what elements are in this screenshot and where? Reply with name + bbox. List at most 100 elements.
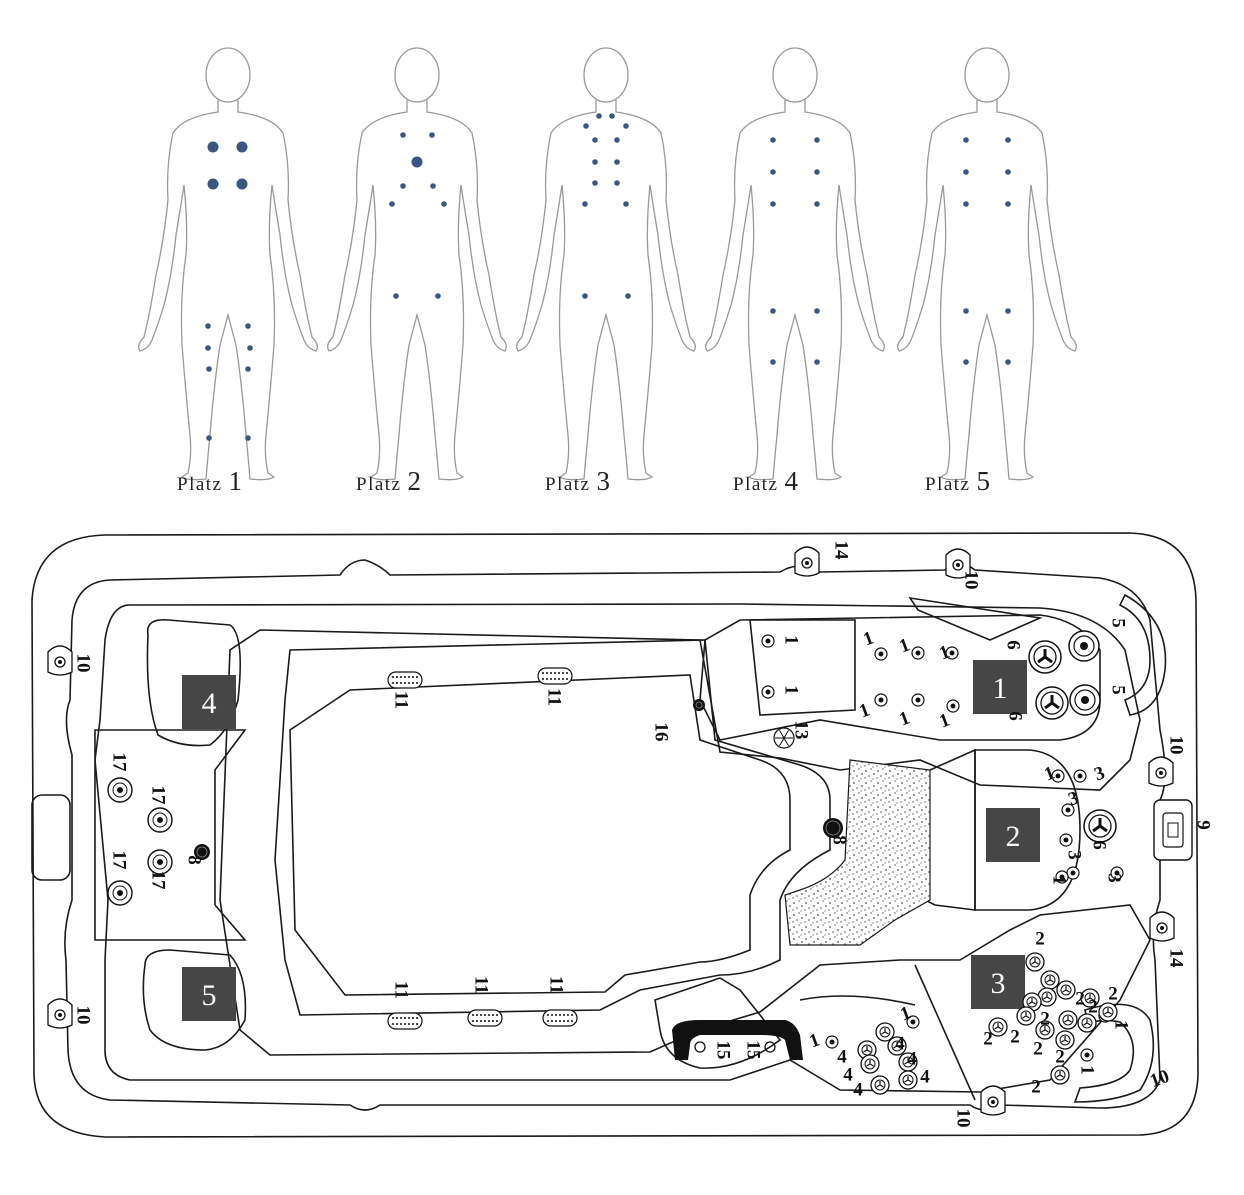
seat-box-4: 4 xyxy=(182,675,236,729)
small-jet-icon xyxy=(761,685,775,699)
seat-box-3: 3 xyxy=(971,955,1025,1009)
callout-number: 4 xyxy=(895,1033,905,1054)
suction-grill-icon xyxy=(467,1009,503,1027)
seat-3-divider xyxy=(914,964,976,1101)
fitting-icon xyxy=(945,548,971,579)
seat-5-tray xyxy=(142,949,247,1051)
rotary-jet-icon xyxy=(898,1052,918,1072)
diverter-valve-icon xyxy=(773,727,795,749)
jet-dot xyxy=(205,345,211,351)
jet-dot xyxy=(1005,169,1011,175)
seat-box-1-label: 1 xyxy=(993,672,1008,705)
callout-number: 2 xyxy=(1108,983,1118,1004)
seat-label-number: 2 xyxy=(407,466,422,496)
rotary-jet-icon xyxy=(1040,970,1060,990)
small-jet-icon xyxy=(761,634,775,648)
jet-dot xyxy=(770,169,776,175)
seat-box-1: 1 xyxy=(973,660,1027,714)
jet-dot xyxy=(207,141,219,153)
seat-label-number: 1 xyxy=(228,466,243,496)
power-jet-icon xyxy=(1035,686,1069,720)
jet-dot xyxy=(963,308,969,314)
jet-dot xyxy=(770,137,776,143)
jet-dot xyxy=(400,183,406,189)
seat-box-3-label: 3 xyxy=(991,967,1006,1000)
jet-dot xyxy=(441,201,447,207)
callout-number: 2 xyxy=(1055,1046,1065,1067)
rotary-jet-icon xyxy=(1025,952,1045,972)
small-jet-icon xyxy=(1051,769,1065,783)
components xyxy=(47,546,1193,1116)
jet-dot xyxy=(389,201,395,207)
callout-number: 1 xyxy=(937,709,953,732)
callout-number: 10 xyxy=(953,1109,974,1128)
jet-dot xyxy=(430,183,436,189)
callout-number: 3 xyxy=(1104,873,1125,883)
callout-number: 2 xyxy=(1010,1026,1020,1047)
fitting-icon xyxy=(980,1085,1006,1116)
small-jet-icon xyxy=(945,646,959,660)
swim-area xyxy=(274,639,831,1016)
non-slip-step xyxy=(784,759,931,946)
jet-dot xyxy=(814,308,820,314)
seat-4-lounge-divider xyxy=(799,995,916,1006)
rotary-jet-icon xyxy=(1055,1030,1075,1050)
callout-number: 1 xyxy=(781,685,802,695)
callout-number: 11 xyxy=(544,688,565,706)
rotary-jet-icon xyxy=(1037,987,1057,1007)
callout-number: 4 xyxy=(837,1046,847,1067)
power-jet-icon xyxy=(1083,809,1117,843)
small-jet-icon xyxy=(1061,803,1075,817)
small-jet-icon xyxy=(1080,1048,1094,1062)
jet-dot xyxy=(814,137,820,143)
jet-dot xyxy=(596,113,602,119)
jet-dot xyxy=(583,123,589,129)
jet-dot xyxy=(245,366,251,372)
callout-number: 3 xyxy=(1092,762,1108,785)
jet-dot xyxy=(814,169,820,175)
jet-dot xyxy=(1005,201,1011,207)
jet-dot xyxy=(614,159,620,165)
jet-dot xyxy=(400,132,406,138)
callout-number: 4 xyxy=(843,1064,853,1085)
seat-label-number: 4 xyxy=(784,466,799,496)
rotary-jet-icon xyxy=(1056,980,1076,1000)
jet-dot xyxy=(592,180,598,186)
jet-dot xyxy=(963,201,969,207)
callout-number: 8 xyxy=(829,835,850,845)
small-jet-icon xyxy=(906,1015,920,1029)
callout-number: 2 xyxy=(1088,996,1098,1017)
callout-number: 1 xyxy=(897,707,913,730)
jet-dot xyxy=(206,366,212,372)
callout-number: 6 xyxy=(1003,640,1024,650)
callout-number: 1 xyxy=(807,1029,823,1052)
grab-handle xyxy=(672,1020,803,1060)
callout-number: 2 xyxy=(1035,928,1045,949)
jet-dot xyxy=(411,156,423,168)
callout-number: 1 xyxy=(861,627,877,650)
jet-dot xyxy=(236,141,248,153)
callout-number: 11 xyxy=(391,691,412,709)
foot-jet-icon xyxy=(107,777,133,803)
small-jet-icon xyxy=(1059,833,1073,847)
callout-number: 1 xyxy=(1077,1065,1098,1075)
jet-dot xyxy=(770,359,776,365)
fitting-icon xyxy=(47,998,73,1029)
callout-number: 2 xyxy=(1033,1038,1043,1059)
fitting-icon xyxy=(1149,911,1175,942)
seat-box-5: 5 xyxy=(182,967,236,1021)
suction-grill-icon xyxy=(537,667,573,685)
callout-number: 6 xyxy=(1005,711,1026,721)
jet-dot xyxy=(1005,359,1011,365)
callout-number: 1 xyxy=(1111,1020,1132,1030)
callout-number: 1 xyxy=(857,699,873,722)
callout-number: 1 xyxy=(898,1002,914,1025)
rotary-jet-icon xyxy=(1098,1002,1118,1022)
small-jet-icon xyxy=(946,699,960,713)
callout-number: 1 xyxy=(1049,875,1070,885)
jet-dot xyxy=(625,293,631,299)
